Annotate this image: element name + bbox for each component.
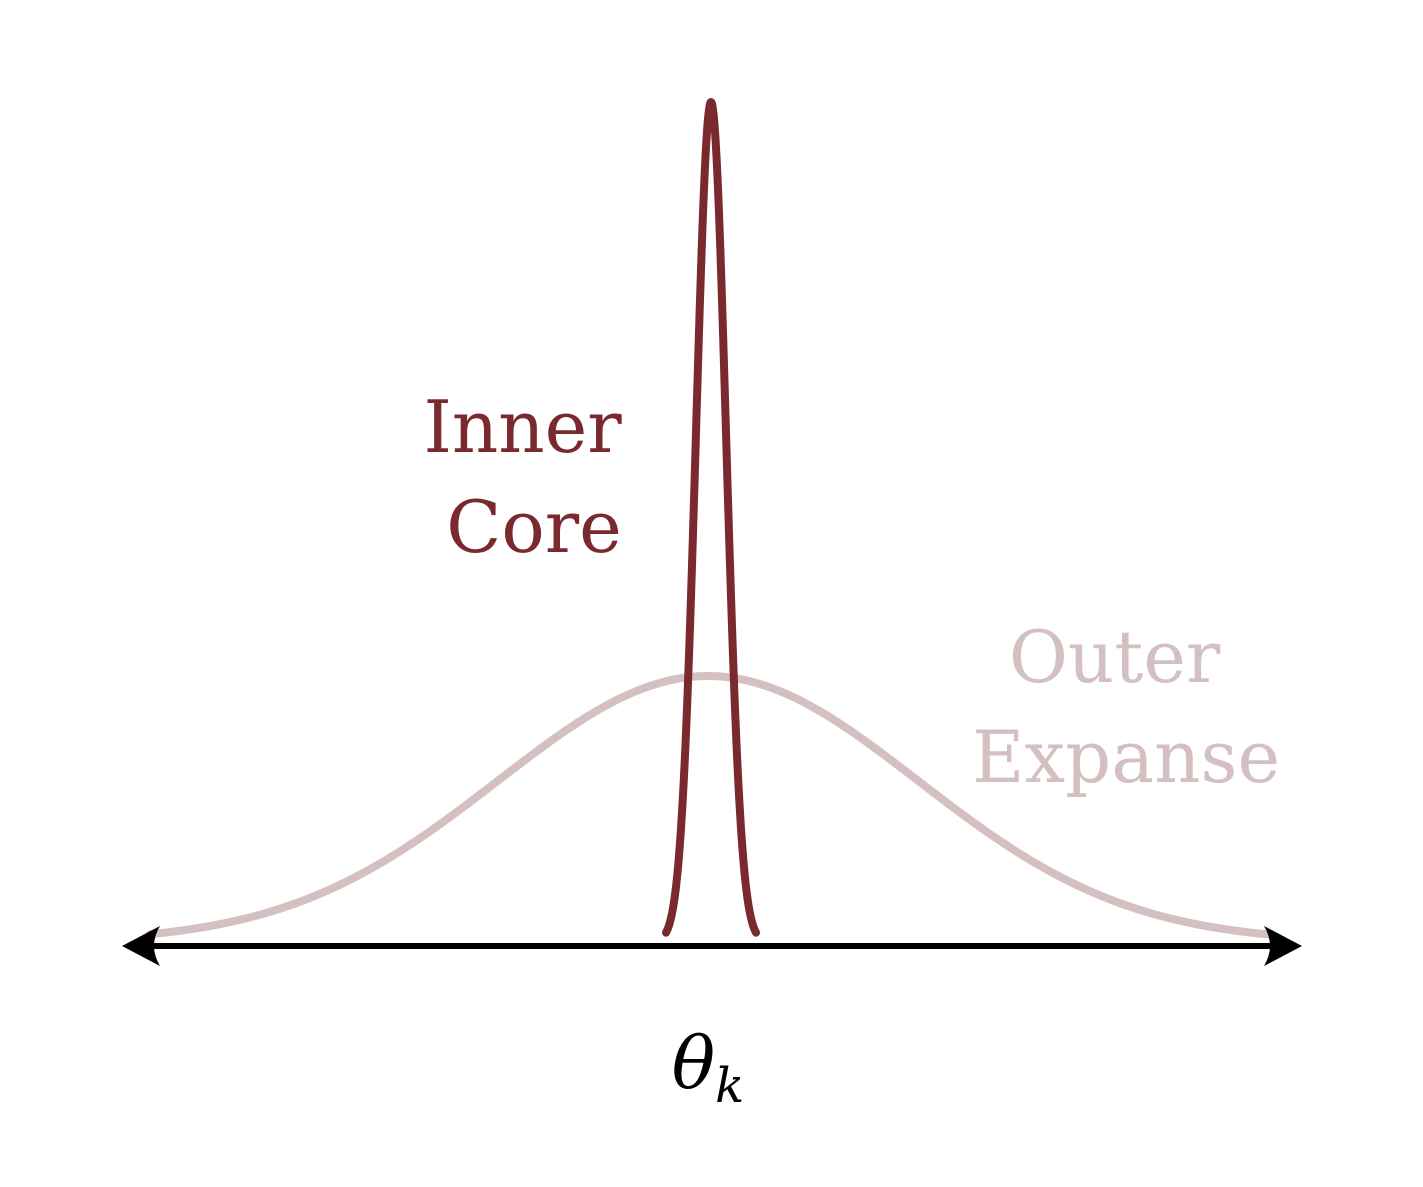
- axis-label-symbol: θ: [672, 1021, 715, 1105]
- axis-label: θk: [672, 1021, 744, 1114]
- axis-label-subscript: k: [715, 1058, 744, 1114]
- outer-expanse-label-line2: Expanse: [972, 715, 1280, 799]
- inner-core-label-line2: Core: [446, 485, 621, 569]
- horizontal-axis: [122, 926, 1302, 966]
- outer-expanse-curve: [146, 672, 1274, 939]
- inner-core-curve: [662, 98, 760, 937]
- inner-core-label-line1: Inner: [423, 385, 622, 469]
- right-arrow-icon: [1264, 926, 1302, 966]
- outer-expanse-label: Outer Expanse: [972, 615, 1280, 799]
- inner-core-label: Inner Core: [423, 385, 644, 569]
- outer-expanse-label-line1: Outer: [1009, 615, 1221, 699]
- left-arrow-icon: [122, 926, 160, 966]
